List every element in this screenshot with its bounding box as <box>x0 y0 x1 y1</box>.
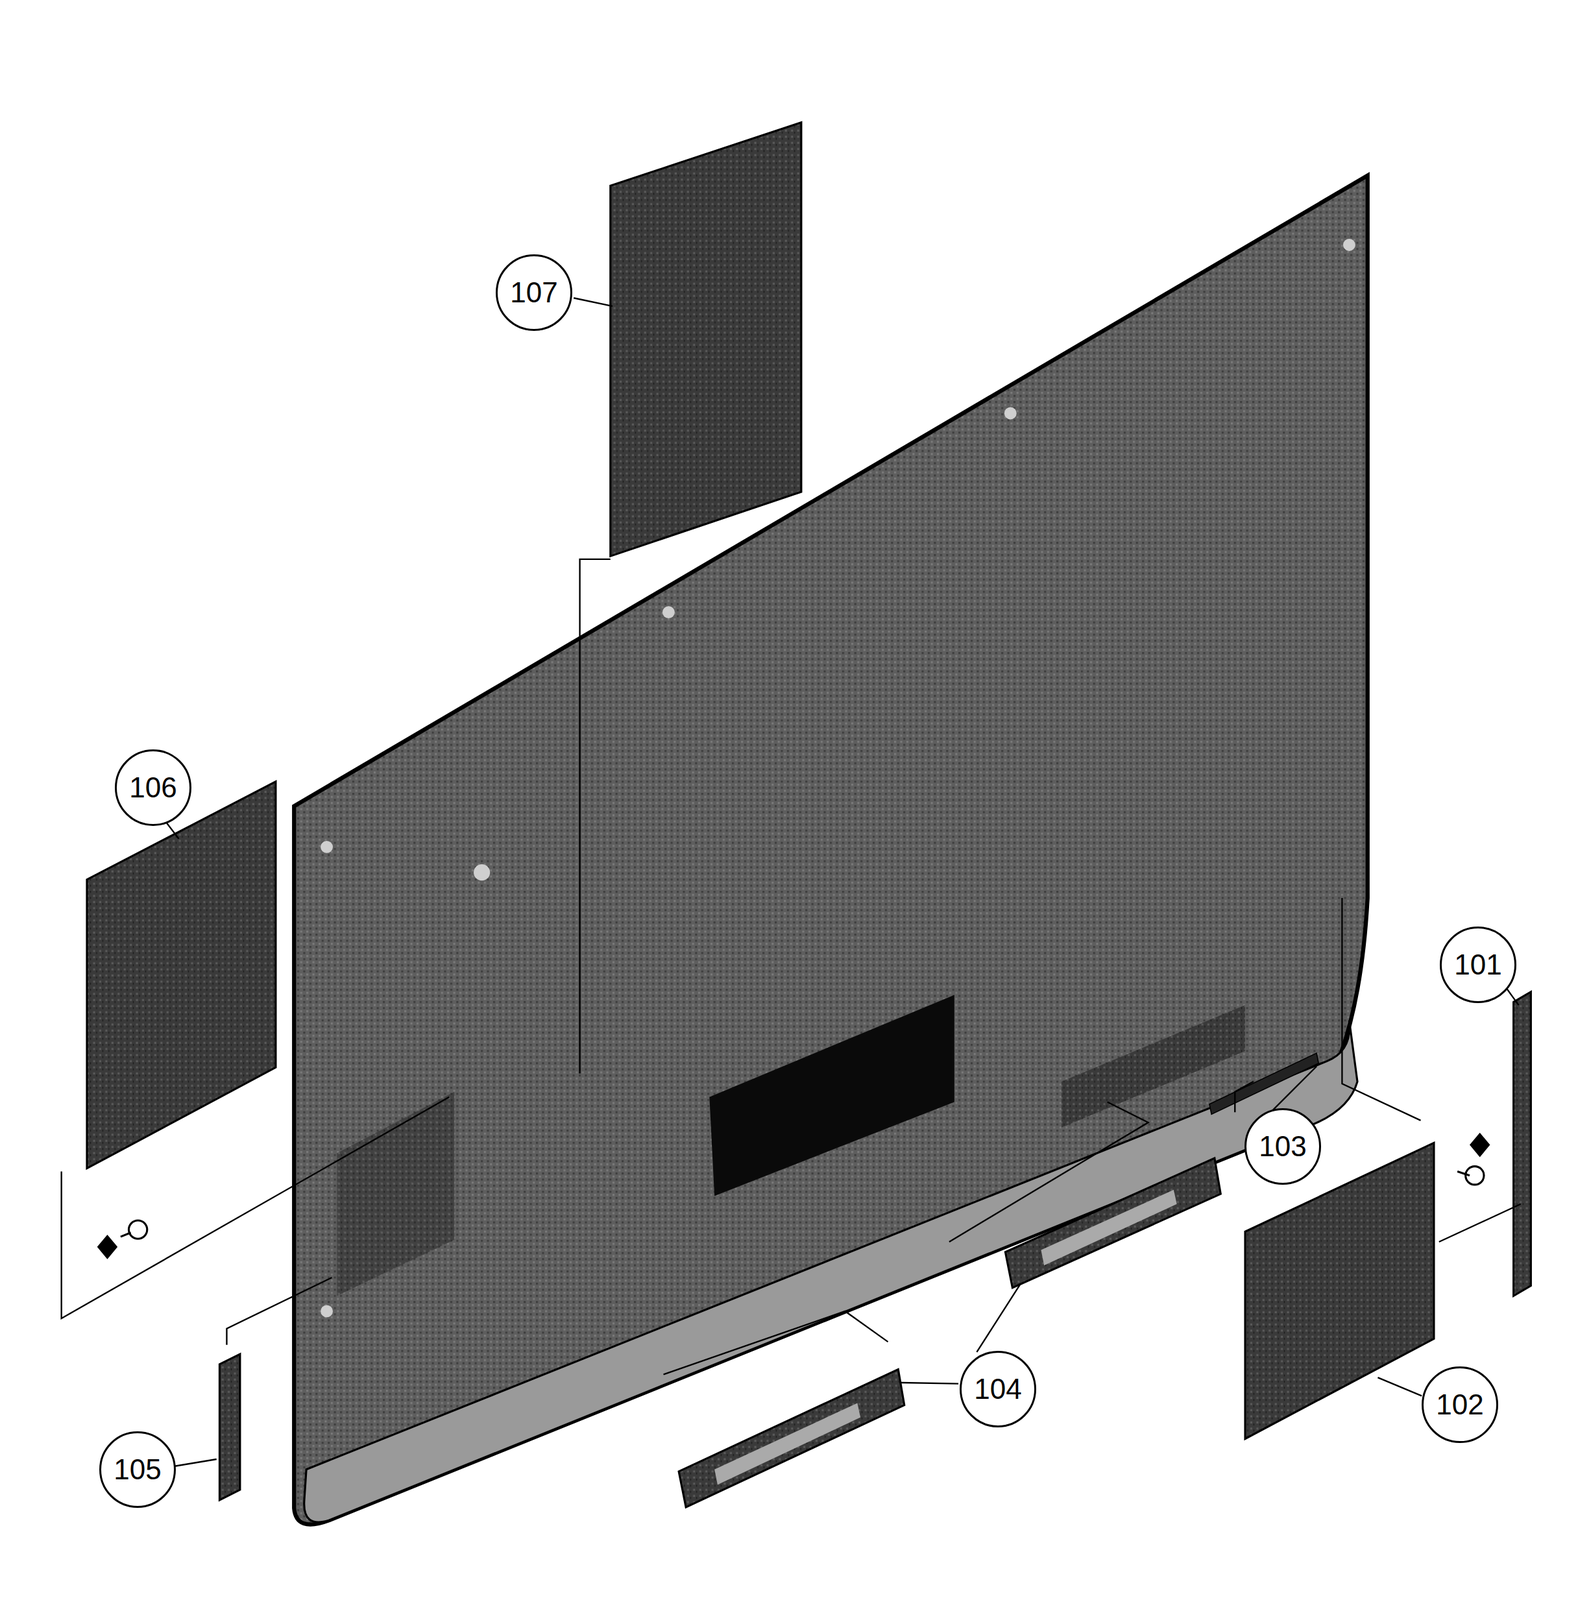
callout-number: 106 <box>114 749 192 826</box>
callout-number: 104 <box>959 1350 1037 1428</box>
callout-number: 102 <box>1421 1366 1499 1444</box>
callout-number: 107 <box>495 254 573 331</box>
callout-number: 101 <box>1439 926 1517 1004</box>
callout-number: 103 <box>1244 1108 1322 1185</box>
callout-number: 105 <box>99 1431 176 1508</box>
